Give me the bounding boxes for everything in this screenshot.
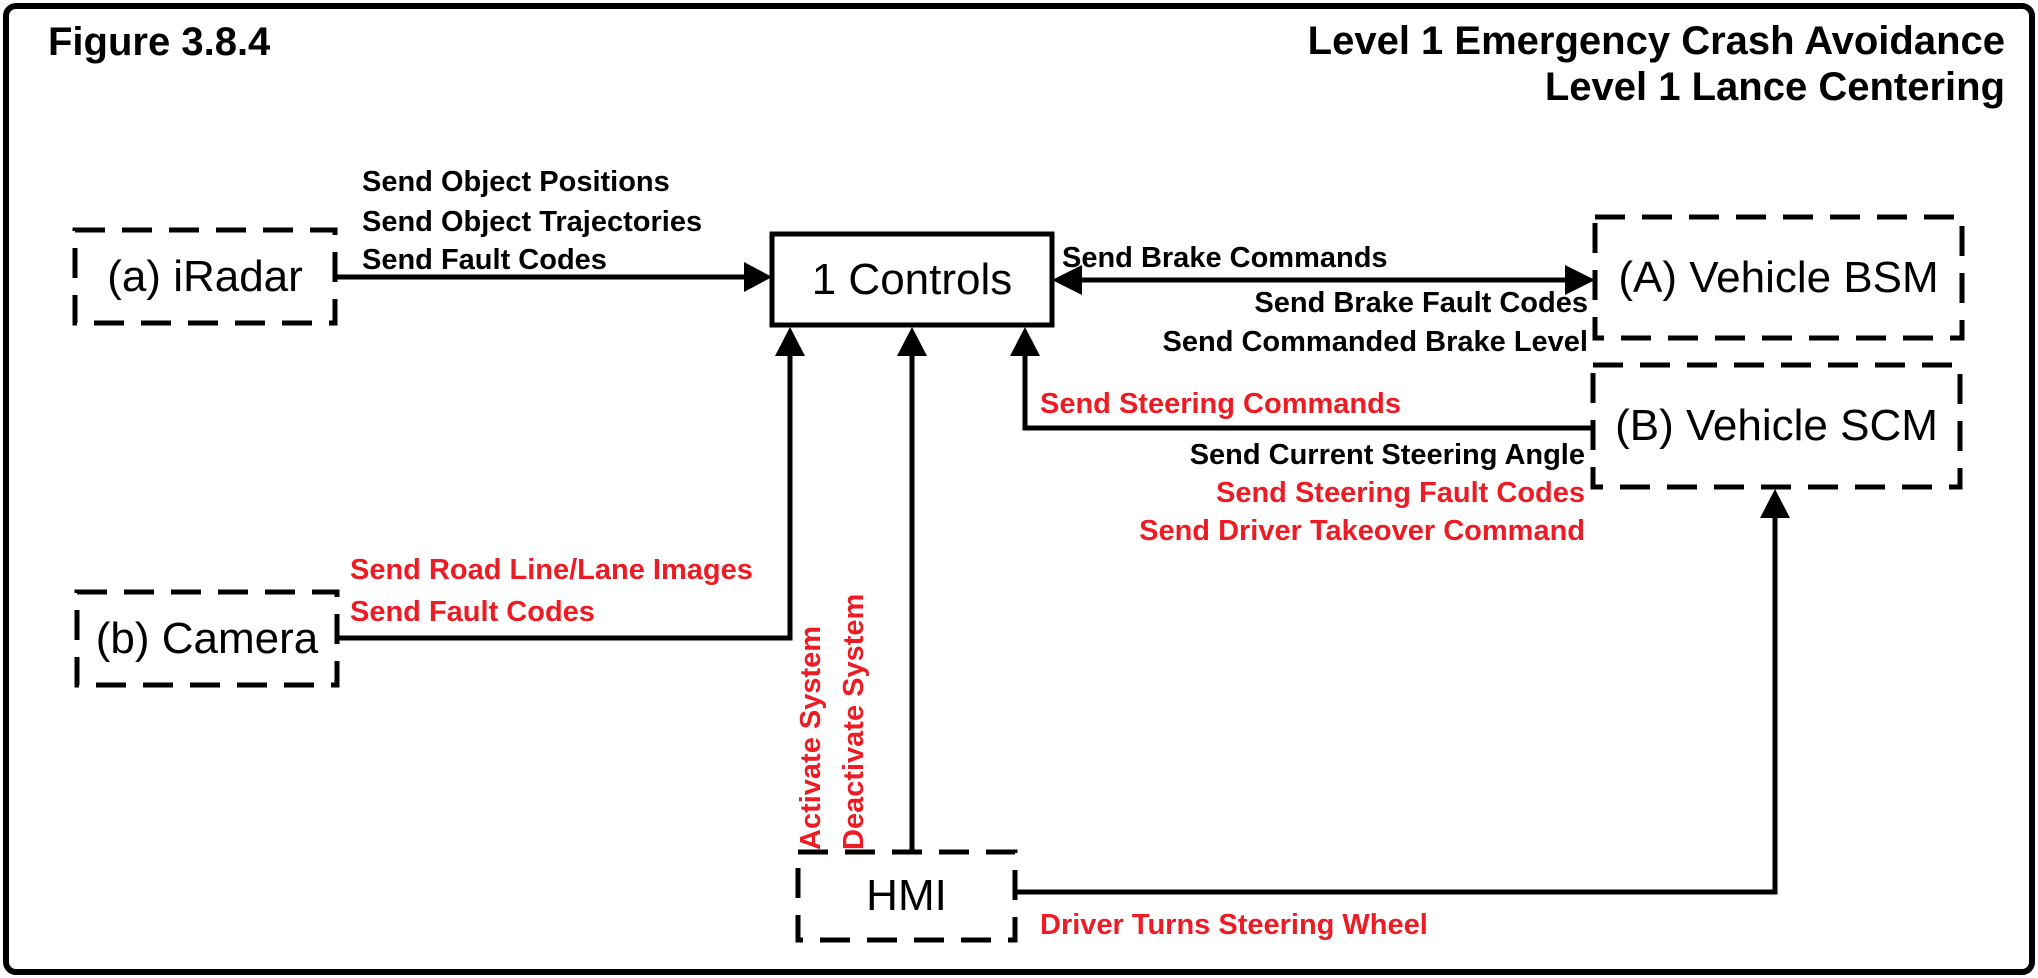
vehicle-scm-label: (B) Vehicle SCM [1615, 401, 1938, 450]
label-send-steering-commands: Send Steering Commands [1040, 388, 1401, 420]
hmi-label: HMI [866, 871, 947, 920]
bsm-to-controls-arrowhead [1052, 265, 1082, 295]
label-driver-turns-steering-wheel: Driver Turns Steering Wheel [1040, 909, 1428, 941]
label-send-current-steering-angle: Send Current Steering Angle [1189, 439, 1585, 471]
label-send-fault-codes-radar: Send Fault Codes [362, 244, 607, 276]
label-send-object-positions: Send Object Positions [362, 166, 670, 198]
camera-label: (b) Camera [95, 613, 319, 663]
label-activate-system: Activate System [795, 625, 827, 850]
hmi-box [795, 849, 1018, 943]
figure-border [3, 3, 2035, 975]
camera-to-controls-arrowhead [775, 327, 805, 356]
camera-to-controls-line [337, 355, 793, 641]
figure-caption: Figure 3.8.4 [48, 20, 271, 64]
iradar-to-controls-arrowhead [744, 262, 772, 292]
vehicle-bsm-label: (A) Vehicle BSM [1618, 252, 1939, 302]
figure-title-line2: Level 1 Lance Centering [1544, 65, 2005, 109]
label-send-road-line-lane-images: Send Road Line/Lane Images [350, 554, 753, 586]
hmi-to-controls-arrowhead [897, 327, 927, 356]
label-deactivate-system: Deactivate System [838, 593, 870, 850]
label-send-steering-fault-codes: Send Steering Fault Codes [1216, 477, 1585, 509]
hmi-to-scm-line [1015, 517, 1778, 895]
vehicle-bsm-box [1592, 214, 1965, 341]
figure-title-line1: Level 1 Emergency Crash Avoidance [1307, 19, 2005, 63]
label-send-object-trajectories: Send Object Trajectories [362, 206, 703, 238]
hmi-to-scm-arrowhead [1760, 489, 1790, 518]
label-send-fault-codes-camera: Send Fault Codes [350, 596, 595, 628]
label-send-commanded-brake-level: Send Commanded Brake Level [1162, 326, 1588, 358]
figure-title: Level 1 Emergency Crash Avoidance Level … [1308, 18, 2005, 110]
scm-to-controls-line [1022, 355, 1593, 431]
controls-label: 1 Controls [811, 254, 1013, 304]
scm-to-controls-arrowhead [1010, 327, 1040, 356]
controls-box [769, 231, 1055, 328]
label-send-driver-takeover-command: Send Driver Takeover Command [1139, 515, 1585, 547]
label-send-brake-fault-codes: Send Brake Fault Codes [1254, 287, 1588, 319]
controls-to-bsm-arrowhead [1565, 265, 1595, 295]
iradar-label: (a) iRadar [107, 251, 303, 301]
label-send-brake-commands: Send Brake Commands [1062, 242, 1388, 274]
